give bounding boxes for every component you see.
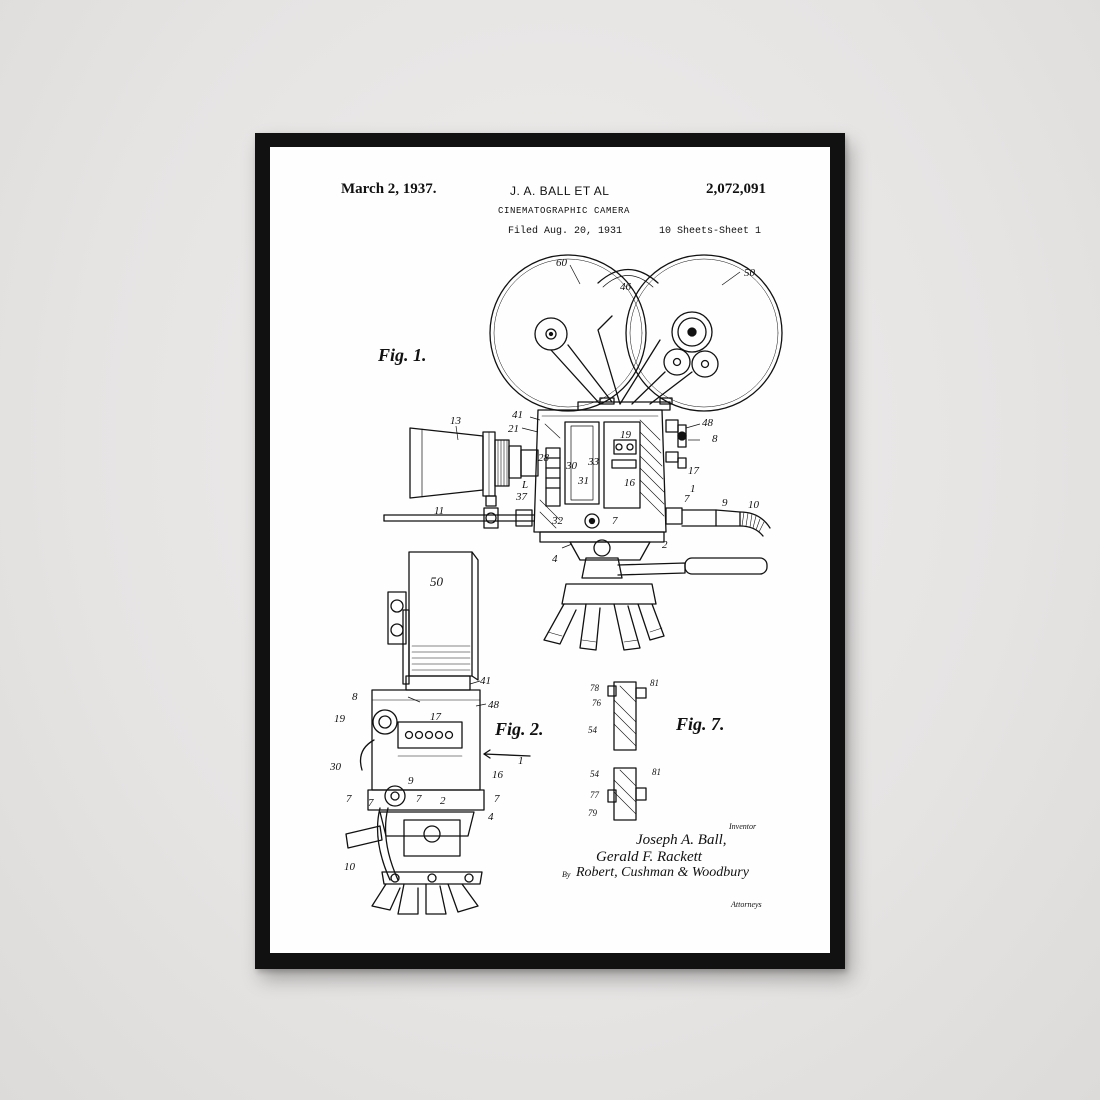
attorney-signature: Robert, Cushman & Woodbury [576,865,749,880]
ref-9-fig1: 9 [722,497,728,509]
ref-9-fig2: 9 [408,775,414,787]
ref-16-fig2: 16 [492,769,504,781]
fig2-label: Fig. 2. [495,719,544,739]
ref-79: 79 [588,808,598,818]
door-panel [564,421,600,505]
ref-7-fig1: 7 [612,515,618,527]
ref-77: 77 [590,790,600,800]
ref-17: 17 [688,465,700,477]
ref-30: 30 [565,460,578,472]
ref-8-fig2: 8 [352,691,358,703]
ref-1: 1 [690,483,696,495]
attorneys-label: Attorneys [731,900,762,909]
magazine [408,551,473,677]
ref-54b: 54 [590,769,600,779]
ref-81b: 81 [652,767,661,777]
ref-81a: 81 [650,678,659,688]
fig2-camera-drawing [345,551,531,915]
ref-7a-fig2: 7 [346,793,352,805]
fig1-camera-drawing [383,254,783,651]
fig7-label: Fig. 7. [676,714,725,734]
ref-41: 41 [512,409,523,421]
ref-10-fig2: 10 [344,861,356,873]
ref-76: 76 [592,698,602,708]
inventors-header: J. A. BALL ET AL [510,184,610,198]
fig1-label: Fig. 1. [378,345,427,365]
ref-2-fig2: 2 [440,795,446,807]
right-film-reel [625,254,783,412]
ref-7d-fig2: 7 [494,793,500,805]
ref-37: 37 [515,491,528,503]
fig7-detail-drawing [607,681,647,821]
ref-50-fig2: 50 [430,574,444,589]
ref-31: 31 [577,475,589,487]
ref-4-fig1: 4 [552,553,558,565]
ref-32: 32 [551,515,564,527]
ref-19: 19 [620,429,632,441]
patent-title: CINEMATOGRAPHIC CAMERA [498,206,631,216]
ref-11: 11 [434,505,444,517]
ref-30-fig2: 30 [329,761,342,773]
ref-46: 46 [620,281,632,293]
ref-50: 50 [744,267,756,279]
inventor-name-1: Joseph A. Ball, [636,832,727,848]
ref-21: 21 [508,423,519,435]
sheet-count: 10 Sheets-Sheet 1 [659,226,762,237]
ref-4-fig2: 4 [488,811,494,823]
ref-28: 28 [538,452,550,464]
ref-48: 48 [702,417,714,429]
camera-body [533,409,667,533]
ref-L: L [521,479,528,491]
ref-19-fig2: 19 [334,713,346,725]
filed-date: Filed Aug. 20, 1931 [508,226,623,237]
ref-13: 13 [450,415,462,427]
patent-drawing: 60 46 50 13 41 21 19 48 8 28 30 33 31 16… [329,254,783,915]
ref-41-fig2: 41 [480,675,491,687]
ref-7c-fig2: 7 [416,793,422,805]
inventor-label: Inventor [729,822,757,831]
ref-54a: 54 [588,725,598,735]
ref-60: 60 [556,257,568,269]
ref-7b-fig1: 7 [684,493,690,505]
fig2-camera-body [371,689,481,791]
ref-2-fig1: 2 [662,539,668,551]
ref-48-fig2: 48 [488,699,500,711]
patent-date: March 2, 1937. [341,181,437,197]
patent-number: 2,072,091 [706,181,766,197]
ref-10-fig1: 10 [748,499,760,511]
inventor-name-2: Gerald F. Rackett [596,849,702,865]
poster-paper [270,147,830,953]
ref-17-fig2: 17 [430,711,442,723]
ref-7b-fig2: 7 [368,797,374,809]
ref-8: 8 [712,433,718,445]
ref-1-fig2: 1 [518,755,524,767]
button-panel [397,721,463,749]
ref-33: 33 [587,456,600,468]
lens-hood [409,427,484,499]
pan-handle [684,557,768,575]
ref-16: 16 [624,477,636,489]
ref-78: 78 [590,683,600,693]
by-label: By [562,870,571,879]
left-film-reel [489,254,647,412]
